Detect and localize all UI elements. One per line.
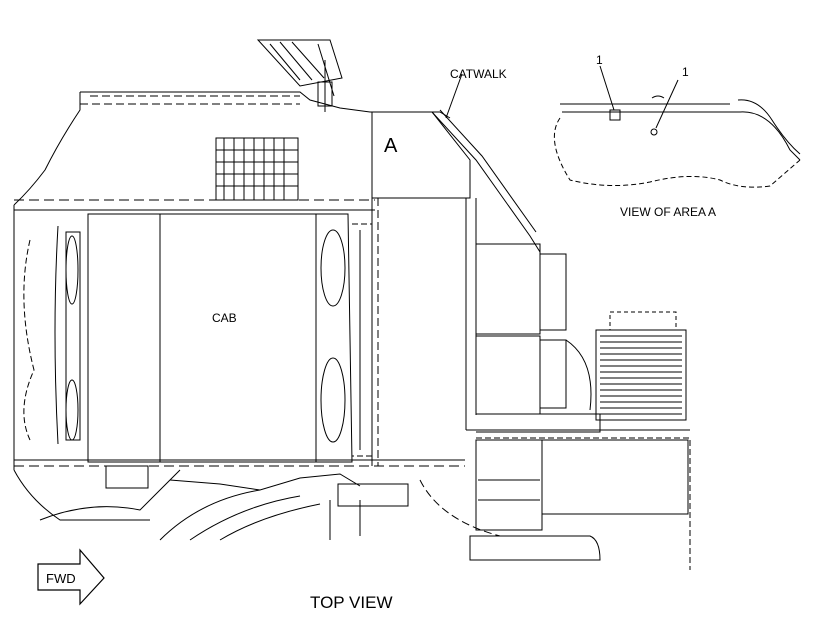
fwd-label: FWD: [46, 571, 76, 586]
area-a-housing: [371, 111, 471, 466]
catwalk-rail: [431, 73, 541, 253]
cab-body: [87, 213, 317, 463]
undercarriage: [39, 465, 501, 541]
callout-1-left: 1: [596, 53, 603, 67]
cab-label: CAB: [212, 311, 237, 325]
view-of-area-caption: VIEW OF AREA A: [620, 205, 716, 219]
lower-deck: [469, 439, 691, 570]
top-bracket: [256, 39, 343, 112]
top-view-title: TOP VIEW: [310, 593, 393, 612]
radiator-grille: [595, 311, 687, 421]
callout-1-right: 1: [682, 65, 689, 79]
left-door: [23, 225, 81, 445]
louver-grille: [215, 137, 299, 201]
right-door: [316, 213, 373, 463]
machine-outline: [13, 91, 465, 521]
fwd-arrow-icon: [37, 548, 105, 606]
catwalk-label: CATWALK: [450, 67, 507, 81]
area-a-marker: A: [384, 135, 398, 157]
area-a-inset: [553, 65, 801, 188]
engine-section: [465, 198, 690, 439]
